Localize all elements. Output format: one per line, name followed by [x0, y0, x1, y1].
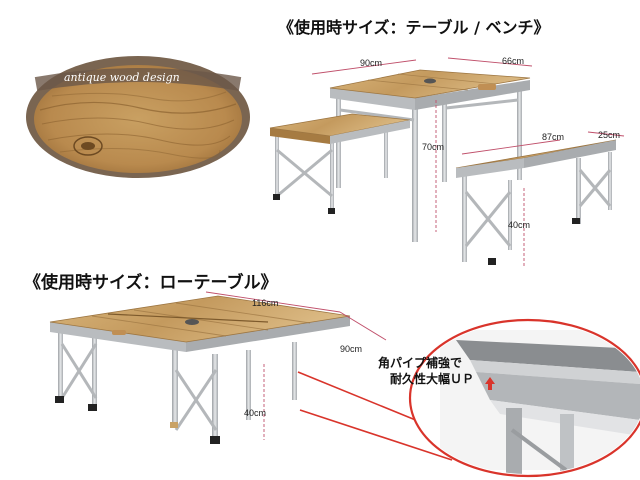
- bench-width-label: 87cm: [542, 132, 565, 142]
- bench-height-label: 40cm: [508, 220, 531, 230]
- low-table: [49, 295, 351, 444]
- table-height-label: 70cm: [422, 142, 445, 152]
- top-table: [329, 69, 531, 242]
- table-depth-label: 66cm: [502, 56, 525, 66]
- top-bench-right: [455, 139, 617, 265]
- top-title: 《使用時サイズ：テーブル / ベンチ》: [278, 18, 550, 37]
- wood-design-label: antique wood design: [64, 71, 180, 84]
- low-table-depth-label: 90cm: [340, 344, 363, 354]
- wood-sample-oval: [26, 56, 250, 178]
- top-bench-left: [269, 113, 411, 214]
- reinforcement-callout: [297, 318, 640, 478]
- callout-line-2: 耐久性大幅ＵＰ: [390, 372, 475, 386]
- low-table-width-label: 116cm: [252, 298, 279, 308]
- dimension-lines: [205, 57, 625, 440]
- bench-depth-label: 25cm: [598, 130, 621, 140]
- low-table-height-label: 40cm: [244, 408, 267, 418]
- table-width-label: 90cm: [360, 58, 383, 68]
- callout-line-1: 角パイプ補強で: [378, 356, 463, 370]
- bottom-title: 《使用時サイズ：ローテーブル》: [24, 273, 278, 293]
